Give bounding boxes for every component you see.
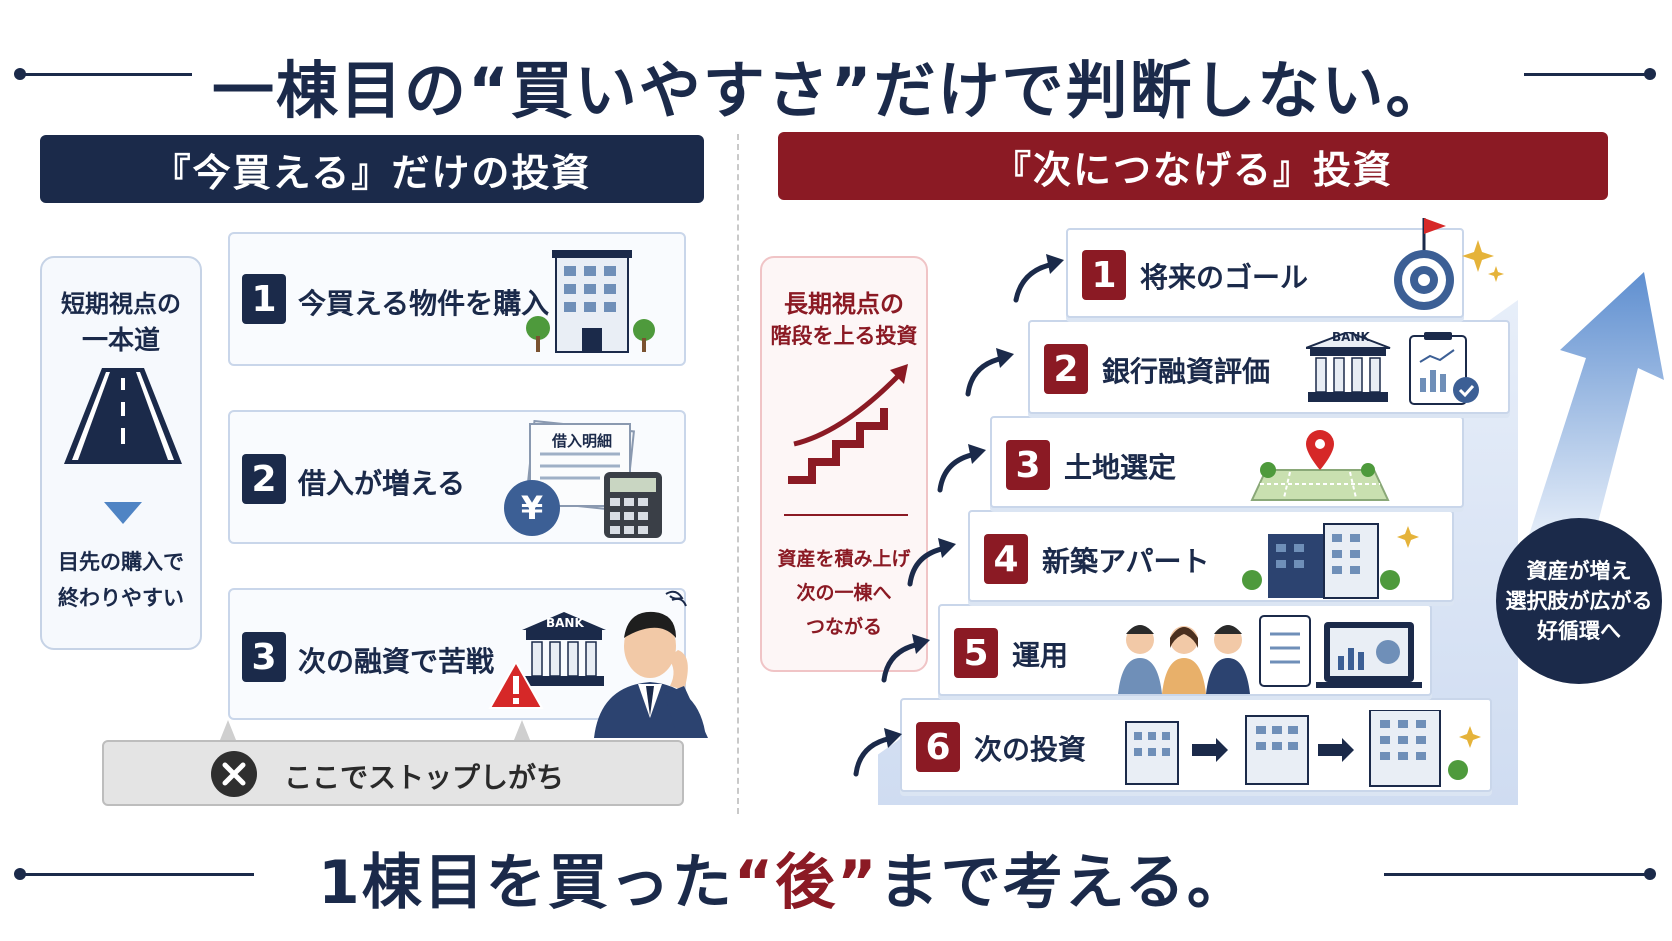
right-step-6: 6 次の投資	[900, 698, 1492, 792]
growth-arrow-icon	[1528, 272, 1664, 538]
bottom-title: 1棟目を買った“後”まで考える。	[318, 834, 1249, 921]
loan-statement-title: 借入明細	[552, 432, 613, 450]
team-operation-icon	[1118, 615, 1422, 694]
short-term-note-2: 終わりやすい	[58, 586, 184, 610]
sparkle-icon	[1462, 240, 1504, 282]
goal-target-icon	[1394, 218, 1454, 310]
bottom-rule-left	[20, 873, 254, 876]
top-rule-right	[1524, 73, 1648, 76]
short-term-title-2: 一本道	[81, 326, 160, 356]
long-term-note-3: つながる	[805, 616, 882, 638]
left-header-label: 『今買える』だけの投資	[152, 150, 592, 195]
bottom-quoted: “後”	[733, 848, 879, 918]
stop-connectors	[220, 720, 530, 740]
bottom-rule-right	[1384, 873, 1648, 876]
new-apartment-icon	[1242, 523, 1419, 599]
short-term-panel: 短期視点の 一本道 目先の購入で 終わりやすい	[40, 256, 202, 650]
title-suffix: だけで判断しない。	[873, 54, 1450, 127]
bank-evaluation-icon	[1306, 332, 1479, 405]
right-step-3-label: 土地選定	[1064, 451, 1177, 484]
left-step-3-number: 3	[242, 632, 286, 682]
right-step-4: 4 新築アパート	[968, 510, 1454, 602]
bottom-rule-left-dot	[14, 868, 26, 880]
warning-icon	[488, 660, 544, 709]
bank-icon	[522, 612, 606, 686]
right-step-1-number: 1	[1082, 250, 1126, 300]
loan-statement-icon: ¥	[504, 420, 662, 538]
apartment-building-icon	[526, 250, 655, 353]
left-step-3-label: 次の融資で苦戦	[298, 645, 495, 678]
step-arrows	[853, 254, 1064, 777]
close-icon	[211, 751, 257, 797]
right-section-header: 『次につなげる』投資	[778, 132, 1608, 200]
short-term-title-1: 短期視点の	[61, 290, 181, 318]
long-term-divider	[784, 514, 908, 516]
left-step-2: 2 借入が増える ¥ 借入明細	[228, 410, 686, 544]
title-prefix: 一棟目の	[212, 54, 469, 127]
road-icon	[64, 368, 182, 464]
building-progression-icon	[1125, 710, 1481, 787]
right-step-1-label: 将来のゴール	[1140, 261, 1309, 294]
bottom-rule-right-dot	[1644, 868, 1656, 880]
long-term-title-2: 階段を上る投資	[770, 324, 918, 348]
right-step-5-number: 5	[954, 628, 998, 678]
long-term-title-1: 長期視点の	[784, 290, 904, 318]
right-step-2-label: 銀行融資評価	[1102, 355, 1271, 388]
cycle-line-3: 好循環へ	[1537, 619, 1621, 643]
land-map-icon	[1250, 430, 1390, 501]
right-step-2: 2 銀行融資評価 BANK	[1028, 320, 1510, 414]
left-section-header: 『今買える』だけの投資	[40, 135, 704, 203]
stop-banner: ここでストップしがち	[102, 740, 684, 806]
down-triangle-icon	[104, 502, 142, 524]
left-step-2-label: 借入が増える	[298, 467, 466, 500]
bank-label: BANK	[546, 616, 584, 630]
bottom-suffix: まで考える。	[878, 848, 1249, 918]
page-title: 一棟目の“買いやすさ”だけで判断しない。	[212, 40, 1450, 130]
center-divider	[737, 134, 739, 814]
long-term-note-1: 資産を積み上げ	[777, 548, 911, 570]
right-header-label: 『次につなげる』投資	[992, 147, 1393, 192]
right-step-3-number: 3	[1006, 440, 1050, 490]
top-rule-left	[20, 73, 192, 76]
right-step-5: 5 運用	[938, 604, 1432, 696]
virtuous-cycle-badge: 資産が増え 選択肢が広がる 好循環へ	[1496, 518, 1662, 684]
left-step-1-number: 1	[242, 274, 286, 324]
worried-businessman-icon	[594, 590, 708, 738]
right-step-5-label: 運用	[1012, 639, 1069, 672]
right-step-4-number: 4	[984, 534, 1028, 584]
top-rule-left-dot	[14, 68, 26, 80]
short-term-note-1: 目先の購入で	[58, 550, 184, 574]
cycle-line-2: 選択肢が広がる	[1505, 589, 1653, 613]
top-rule-right-dot	[1644, 68, 1656, 80]
left-step-1: 1 今買える物件を購入	[228, 232, 686, 366]
right-step-3: 3 土地選定	[990, 416, 1464, 508]
right-step-2-number: 2	[1044, 344, 1088, 394]
left-step-2-number: 2	[242, 454, 286, 504]
right-step-1: 1 将来のゴール	[1066, 218, 1464, 318]
right-step-4-label: 新築アパート	[1042, 545, 1210, 578]
bank-eval-label: BANK	[1332, 330, 1370, 344]
title-quoted: “買いやすさ”	[468, 54, 874, 127]
cycle-line-1: 資産が増え	[1526, 559, 1632, 583]
bottom-prefix: 1棟目を買った	[318, 848, 734, 918]
long-term-note-2: 次の一棟へ	[796, 582, 892, 604]
stop-label: ここでストップしがち	[284, 761, 565, 794]
left-step-3: 3 次の融資で苦戦 BANK	[228, 588, 686, 720]
rising-stairs-icon	[788, 364, 908, 484]
long-term-panel: 長期視点の 階段を上る投資 資産を積み上げ 次の一棟へ つながる	[760, 256, 928, 672]
right-step-6-label: 次の投資	[974, 733, 1087, 766]
left-step-1-label: 今買える物件を購入	[298, 287, 550, 320]
right-step-6-number: 6	[916, 722, 960, 772]
yen-icon: ¥	[521, 489, 543, 527]
